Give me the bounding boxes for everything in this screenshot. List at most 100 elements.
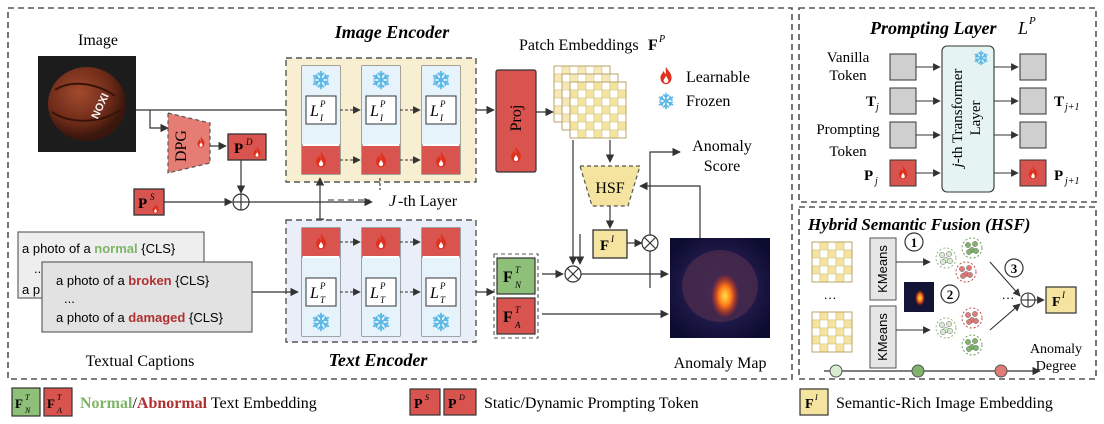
legend-normal: Normal [80, 395, 133, 412]
patch-embeddings-stack [553, 65, 627, 139]
text-layer-1-sup: P [319, 281, 326, 291]
grid-cell [585, 105, 595, 115]
grid-cell [617, 105, 627, 115]
hsf-grid-dots: ··· [824, 290, 837, 305]
text-layer-1-symbol: L [309, 285, 319, 302]
grid-cell [827, 335, 837, 345]
grid-cell [819, 311, 829, 321]
cluster-normal-light-top-point [939, 252, 945, 258]
hsf-fi-symbol: F [1052, 295, 1061, 310]
grid-cell [827, 327, 837, 337]
image-label: Image [78, 32, 118, 49]
cluster-normal-top-ring [961, 237, 983, 259]
cluster-normal-light-bottom-point [939, 322, 945, 328]
grid-cell [593, 89, 603, 99]
grid-cell [569, 129, 579, 139]
kmeans-block-top: KMeans [869, 237, 897, 301]
dpg-label: DPG [173, 130, 190, 162]
grid-cell [827, 249, 837, 259]
patch-layer-front [569, 81, 627, 139]
svg-text:a photo of a damaged {CLS}: a photo of a damaged {CLS} [56, 310, 224, 325]
transformer-layer-block: j-th Transformer Layer [941, 45, 995, 193]
grid-cell [561, 121, 571, 131]
grid-cell [819, 335, 829, 345]
grid-cell [811, 241, 821, 251]
output-token-2 [1019, 87, 1047, 115]
grid-cell [609, 129, 619, 139]
vanilla-token-1 [889, 53, 917, 81]
grid-cell [561, 113, 571, 123]
pj-sub: j [873, 176, 878, 187]
out-pj-sub: j+1 [1063, 176, 1080, 187]
grid-cell [569, 89, 579, 99]
cluster-normal-top-point [973, 248, 979, 254]
main-panel-border [7, 7, 793, 380]
image-layer-3-sub: I [439, 113, 444, 123]
grid-cell [819, 319, 829, 329]
out-pj-symbol: P [1054, 168, 1063, 184]
grid-cell [553, 89, 563, 99]
grid-cell [819, 343, 829, 353]
grid-cell [843, 311, 853, 321]
text-encoder-title: Text Encoder [329, 350, 429, 370]
grid-cell [811, 265, 821, 275]
prompting-line2: Token [829, 144, 867, 160]
hsf-grid-top [811, 241, 853, 283]
grid-cell [561, 105, 571, 115]
grid-cell [577, 129, 587, 139]
grid-cell [569, 97, 579, 107]
grid-cell [811, 335, 821, 345]
text-layer-2: L P T [361, 227, 401, 337]
grid-cell [585, 81, 595, 91]
text-layer-2-symbol: L [369, 285, 379, 302]
fn-sub: N [514, 280, 522, 290]
grid-cell [585, 89, 595, 99]
svg-text:a photo of a normal {CLS}: a photo of a normal {CLS} [22, 241, 176, 256]
grid-cell [835, 335, 845, 345]
hsf-mini-anomaly-map [904, 282, 934, 312]
image-layer-1-sup: P [319, 99, 326, 109]
grid-cell [835, 257, 845, 267]
grid-cell [835, 311, 845, 321]
text-layer-1-sub: T [320, 295, 326, 305]
grid-cell [835, 319, 845, 329]
legend-ps-box: P S [409, 388, 441, 416]
text-embeddings-group [493, 253, 539, 339]
grid-cell [609, 121, 619, 131]
legend-pd-sym: P [448, 397, 457, 412]
dpg-module: DPG [167, 112, 211, 174]
tj-sub: j [874, 102, 879, 113]
textual-captions-label: Textual Captions [86, 353, 195, 370]
patch-embeddings-symbol: F [648, 37, 658, 54]
prompting-layer-sym: L [1017, 18, 1028, 38]
grid-cell [601, 97, 611, 107]
legend-ps-sup: S [425, 393, 429, 402]
add-operator [232, 193, 250, 211]
grid-cell [811, 327, 821, 337]
caption-normal-word: normal [94, 241, 137, 256]
hsf-patch-grid-bottom [811, 311, 853, 353]
patch-embeddings-label: Patch Embeddings [519, 37, 639, 54]
grid-cell [577, 81, 587, 91]
grid-cell [561, 65, 571, 75]
grid-cell [593, 121, 603, 131]
transformer-line2: Layer [968, 101, 984, 136]
prompting-token-out [1019, 159, 1047, 187]
cluster-anomalous-top-point [960, 273, 966, 279]
grid-cell [577, 113, 587, 123]
cluster-anomalous-bottom-point [973, 318, 979, 324]
caption-damaged-prefix: a photo of a [56, 310, 128, 325]
grid-cell [601, 89, 611, 99]
grid-cell [609, 89, 619, 99]
grid-border [811, 311, 853, 353]
grid-cell [569, 113, 579, 123]
vanilla-line2: Token [829, 68, 867, 84]
transformer-var: j [950, 163, 966, 169]
legend-fn-sup: T [25, 393, 30, 402]
grid-cell [819, 273, 829, 283]
grid-cell [569, 73, 579, 83]
grid-cell [609, 105, 619, 115]
pd-sup: D [245, 137, 253, 147]
cluster-normal-light-top-ring [935, 247, 957, 269]
grid-cell [553, 81, 563, 91]
